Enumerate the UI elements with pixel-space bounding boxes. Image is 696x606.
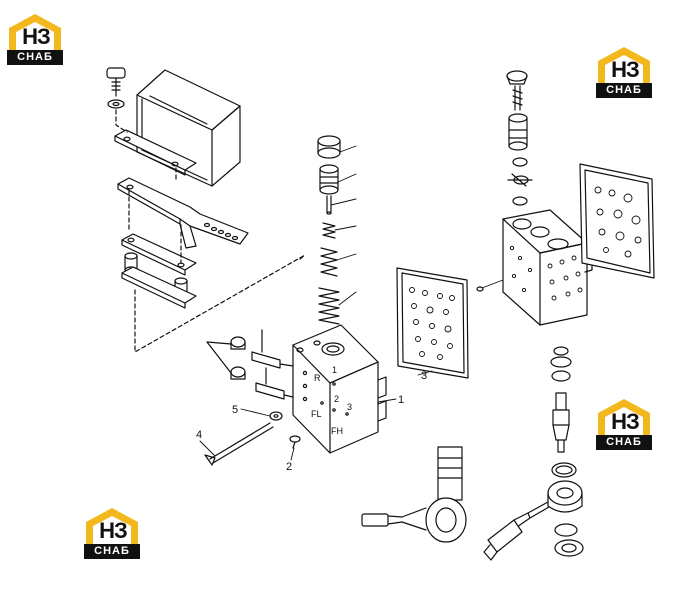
mounting-bolt [106,67,126,109]
assembly-guide-lines [115,109,306,353]
valve-plunger [319,164,339,195]
logo-caption: СНАБ [596,83,652,98]
lever-bracket [117,177,249,249]
upper-bracket-plate [114,129,197,176]
logo-mark: НЗ [22,24,51,49]
right-cap [506,70,528,85]
callout-4: 4 [196,429,202,441]
logo-roof-icon [9,14,61,52]
right-sleeve [508,113,528,151]
right-solenoid-coil [483,480,583,561]
logo-roof-icon [86,508,138,546]
callout-1: 1 [398,394,404,406]
logo-mark: НЗ [99,518,128,543]
watermark-logo-middle-right: НЗ СНАБ [594,397,654,451]
mark-3: 3 [347,402,352,412]
lower-right-rings [551,462,584,557]
callout-5: 5 [232,404,238,416]
center-solenoid [361,446,467,543]
right-orings [512,157,528,206]
lower-right-orings [550,346,572,382]
mark-r: R [314,373,321,383]
long-bolt [199,422,274,466]
mark-fl: FL [311,409,322,419]
mark-1: 1 [332,365,337,375]
small-screw-two [289,435,301,461]
valve-pin [326,195,332,215]
watermark-logo-top-left: НЗ СНАБ [5,12,65,66]
middle-plate [121,233,197,276]
large-spring [318,287,340,325]
logo-roof-icon [598,47,650,85]
right-screw [512,85,523,111]
valve-body [292,324,387,454]
stack-leader-lines [330,145,357,306]
gasket-plate-three [396,267,469,379]
body-leader-one [377,398,397,403]
callout-labels: 1 2 3 4 5 [196,370,427,473]
watermark-logo-bottom-left: НЗ СНАБ [82,506,142,560]
right-stem [507,173,533,187]
logo-mark: НЗ [611,57,640,82]
watermark-logo-top-right: НЗ СНАБ [594,45,654,99]
washer-five [240,408,283,421]
logo-mark: НЗ [611,409,640,434]
mark-fh: FH [331,426,343,436]
solenoid-cover [136,69,241,187]
right-valve-body [476,209,593,326]
logo-caption: СНАБ [7,50,63,65]
solenoid-connectors [251,329,294,400]
valve-cap [317,135,341,159]
logo-caption: СНАБ [596,435,652,450]
mark-2: 2 [334,394,339,404]
plug-fittings [206,336,246,380]
callout-2: 2 [286,461,292,473]
callout-3: 3 [421,370,427,382]
small-spring [322,222,336,239]
medium-spring [320,247,338,277]
lower-plate [121,266,197,309]
lower-right-spool [552,392,570,453]
logo-caption: СНАБ [84,544,140,559]
right-gasket [579,163,655,279]
valve-body-markings: R 1 2 3 FL FH [311,365,352,436]
logo-roof-icon [598,399,650,437]
